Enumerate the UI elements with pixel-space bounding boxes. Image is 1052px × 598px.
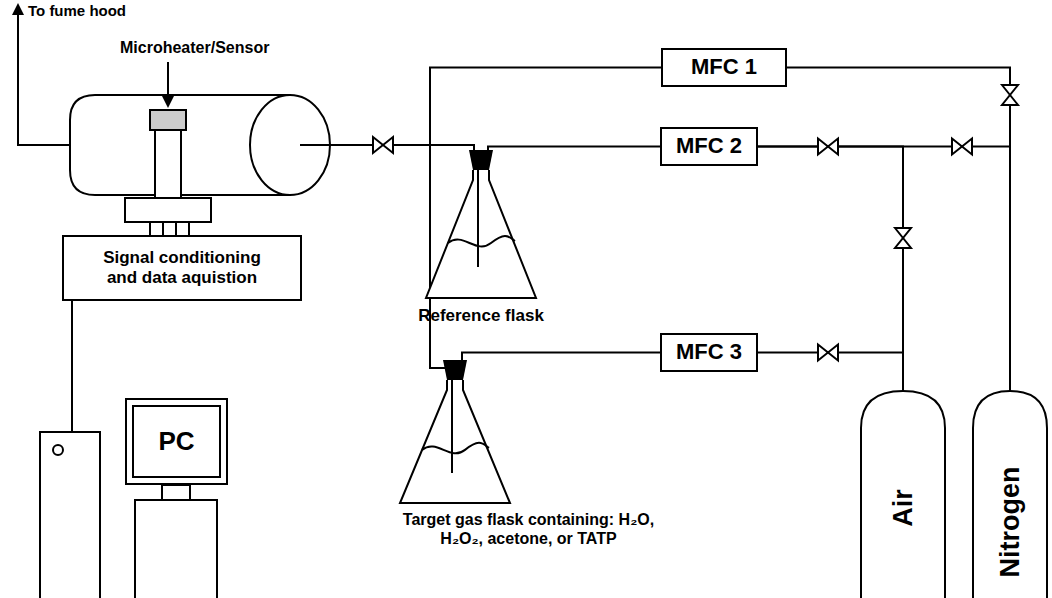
- pc-tower: [40, 432, 100, 598]
- node-text: Nitrogen: [994, 467, 1026, 578]
- gas-cylinder: Air: [860, 390, 946, 598]
- drawing-part: [400, 380, 510, 503]
- power-button: [53, 445, 63, 455]
- target-flask: Target gas flask containing: H₂O, H₂O₂, …: [395, 360, 515, 505]
- node-text: PC: [158, 426, 194, 457]
- drawing-part: [443, 360, 467, 380]
- process-box: Signal conditioning and data aquistion: [62, 235, 302, 301]
- drawing-part: [451, 380, 453, 473]
- microheater-sensor: [150, 110, 186, 130]
- sensor-stem: [155, 130, 181, 198]
- drawing-part: [861, 391, 945, 598]
- drawing-part: [477, 170, 479, 267]
- arrowhead: [162, 96, 174, 108]
- drawing-part: [133, 406, 220, 477]
- drawing-part: [426, 170, 536, 298]
- valve-symbol: [1002, 85, 1018, 105]
- flask-label: Reference flask: [391, 306, 571, 326]
- valve-symbol: [895, 228, 911, 248]
- gas-line: [787, 68, 1010, 391]
- mfc-box: MFC 3: [660, 333, 758, 372]
- drawing-part: [18, 12, 661, 598]
- drawing-part: [422, 443, 489, 454]
- drawing-part: [448, 236, 515, 247]
- drawing-part: [373, 85, 1018, 361]
- mfc-box: MFC 1: [661, 48, 787, 87]
- gas-line: [758, 353, 903, 391]
- mfc-box: MFC 2: [660, 127, 758, 166]
- drawing-part: [861, 391, 945, 598]
- drawing-part: [126, 399, 227, 484]
- node-text: Air: [887, 489, 919, 527]
- flask-outline: [421, 150, 541, 300]
- sensor-base: [125, 198, 211, 222]
- arrowhead: [12, 3, 24, 15]
- monitor-stand: [162, 485, 190, 500]
- valve-symbol: [818, 345, 838, 361]
- keyboard: [135, 500, 217, 598]
- node-text: Signal conditioning and data aquistion: [90, 248, 275, 289]
- leader-line: [167, 62, 169, 98]
- gas-line: [462, 353, 660, 361]
- pc-monitor: PC: [125, 398, 228, 485]
- exhaust-pipe: [18, 12, 70, 145]
- node-text: MFC 1: [691, 54, 757, 80]
- node-text: MFC 2: [676, 133, 742, 159]
- reference-flask: Reference flask: [421, 150, 541, 300]
- gas-line: [488, 147, 660, 151]
- valve-symbol: [952, 139, 972, 155]
- data-cable: [71, 301, 73, 432]
- flask-outline: [395, 360, 515, 505]
- sensor-pins: [150, 222, 189, 235]
- gas-line: [758, 147, 1010, 391]
- drawing-part: [973, 391, 1047, 598]
- flask-label: Target gas flask containing: H₂O, H₂O₂, …: [386, 510, 671, 548]
- part-label: Microheater/Sensor: [120, 38, 269, 57]
- drawing-part: [126, 399, 227, 484]
- drawing-part: [400, 380, 510, 503]
- drawing-part: [426, 170, 536, 298]
- valve-symbol: [373, 137, 393, 153]
- drawing-part: [973, 391, 1047, 598]
- gas-cylinder: Nitrogen: [972, 390, 1048, 598]
- node-text: MFC 3: [676, 339, 742, 365]
- gas-line: [758, 147, 903, 391]
- valve-symbol: [818, 139, 838, 155]
- outlet-label: To fume hood: [28, 2, 126, 20]
- drawing-part: [469, 150, 493, 170]
